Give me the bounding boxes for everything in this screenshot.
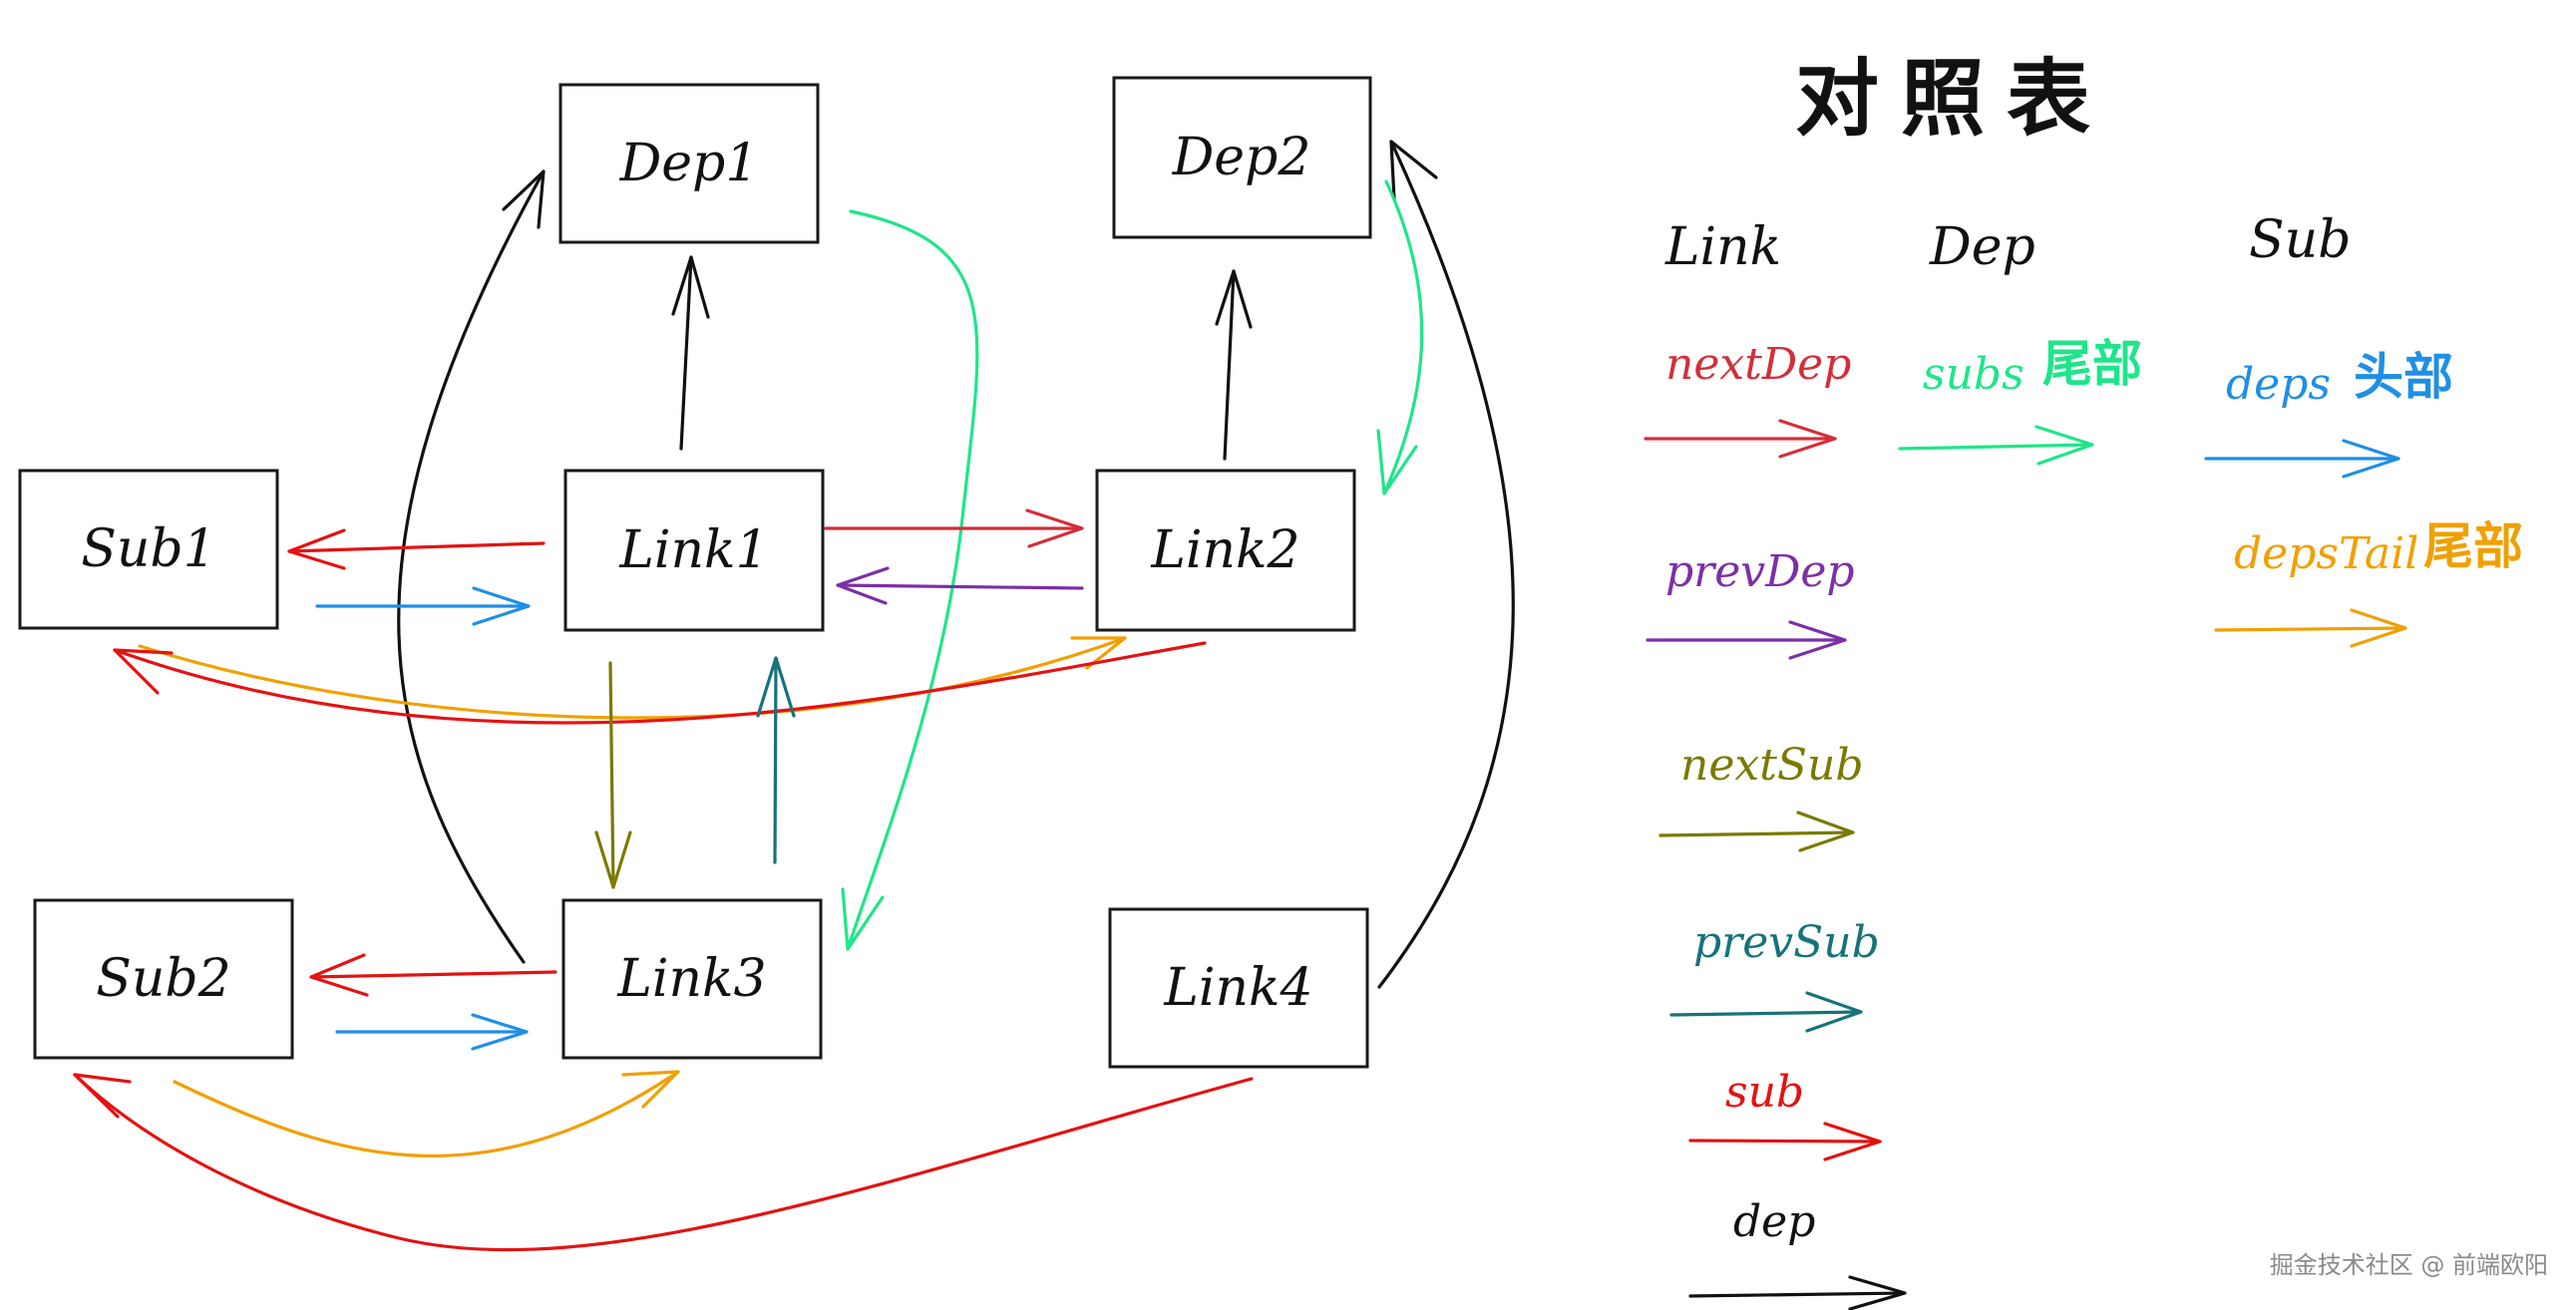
edge-link3-dep1-dep xyxy=(397,169,546,964)
legend-label-subs: subs xyxy=(1923,349,2024,400)
legend-header-dep: Dep xyxy=(1929,217,2035,277)
legend-item-prevDep: prevDep xyxy=(1646,546,1855,660)
legend-label-dep: dep xyxy=(1733,1196,1815,1247)
node-link1: Link1 xyxy=(563,469,825,632)
legend-item-prevSub: prevSub xyxy=(1669,917,1880,1033)
legend-arrow-nextSub xyxy=(1658,811,1855,852)
node-link1-label: Link1 xyxy=(618,520,768,580)
legend-item-nextDep: nextDep xyxy=(1644,339,1851,459)
legend-note-deps: 头部 xyxy=(2354,348,2453,406)
legend-label-prevSub: prevSub xyxy=(1693,917,1880,968)
edge-link1-link3-nextSub xyxy=(594,661,632,889)
legend-arrow-depsTail xyxy=(2214,608,2407,648)
node-dep1-label: Dep1 xyxy=(619,134,759,193)
legend-arrow-nextDep xyxy=(1644,419,1837,459)
legend-item-nextSub: nextSub xyxy=(1658,740,1864,852)
legend-arrow-sub xyxy=(1688,1122,1882,1161)
edge-sub2-link3-deps xyxy=(335,1013,529,1051)
edge-link4-dep2-dep xyxy=(1377,140,1515,989)
legend-label-prevDep: prevDep xyxy=(1665,546,1855,597)
node-dep2: Dep2 xyxy=(1112,76,1372,239)
legend-label-sub: sub xyxy=(1725,1067,1804,1118)
edge-link2-sub1-sub xyxy=(113,641,1207,725)
node-link2: Link2 xyxy=(1095,469,1356,632)
node-link3: Link3 xyxy=(561,898,823,1060)
edge-sub1-link1-deps xyxy=(315,586,531,626)
legend-item-depsTail: depsTail 尾部 xyxy=(2214,517,2523,648)
legend-arrow-dep xyxy=(1688,1275,1907,1310)
edge-link2-link1-prevDep xyxy=(836,566,1084,605)
edge-sub1-link2-depsTail xyxy=(138,636,1127,720)
node-dep1: Dep1 xyxy=(558,83,820,244)
node-dep2-label: Dep2 xyxy=(1172,128,1311,187)
node-sub1-label: Sub1 xyxy=(81,519,215,579)
edge-link1-dep1-dep xyxy=(671,255,710,451)
legend-note-subs: 尾部 xyxy=(2042,335,2142,393)
node-sub2: Sub2 xyxy=(33,898,294,1060)
legend-header-link: Link xyxy=(1664,217,1781,277)
edge-link2-dep2-dep xyxy=(1215,269,1253,461)
edge-link1-sub1-sub xyxy=(287,528,546,570)
edge-dep2-link2-subs xyxy=(1376,179,1424,495)
legend-arrow-subs xyxy=(1898,425,2094,466)
legend-arrow-prevSub xyxy=(1669,991,1863,1033)
legend-arrow-deps xyxy=(2204,439,2400,479)
node-sub2-label: Sub2 xyxy=(96,949,230,1009)
legend-item-subs: subs 尾部 xyxy=(1898,335,2142,466)
node-link4-label: Link4 xyxy=(1163,958,1312,1018)
node-link4: Link4 xyxy=(1108,907,1369,1069)
edge-link3-link1-prevSub xyxy=(756,656,796,864)
legend-item-dep: dep xyxy=(1688,1196,1907,1310)
edge-link4-sub2-sub xyxy=(73,1073,1254,1252)
node-sub1: Sub1 xyxy=(18,469,279,630)
edge-link1-link2-nextDep xyxy=(824,508,1084,548)
node-link3-label: Link3 xyxy=(616,949,766,1009)
legend-item-deps: deps 头部 xyxy=(2204,348,2453,479)
watermark: 掘金技术社区 @ 前端欧阳 xyxy=(2269,1251,2548,1279)
legend-arrow-prevDep xyxy=(1646,620,1847,660)
node-link2-label: Link2 xyxy=(1150,520,1299,580)
legend-label-deps: deps xyxy=(2226,359,2331,410)
edge-sub2-link3-depsTail xyxy=(173,1070,680,1158)
legend-label-depsTail: depsTail xyxy=(2234,528,2418,579)
legend-note-depsTail: 尾部 xyxy=(2423,517,2523,575)
legend-label-nextSub: nextSub xyxy=(1680,740,1864,791)
legend-title: 对照表 xyxy=(1795,50,2112,148)
edge-dep1-link3-subs xyxy=(841,209,979,951)
legend-header-sub: Sub xyxy=(2249,210,2351,270)
legend-label-nextDep: nextDep xyxy=(1665,339,1851,390)
legend: 对照表 Link Dep Sub nextDep prevDep nextSub xyxy=(1644,50,2523,1310)
edge-link3-sub2-sub xyxy=(309,953,557,997)
legend-item-sub: sub xyxy=(1688,1067,1882,1161)
